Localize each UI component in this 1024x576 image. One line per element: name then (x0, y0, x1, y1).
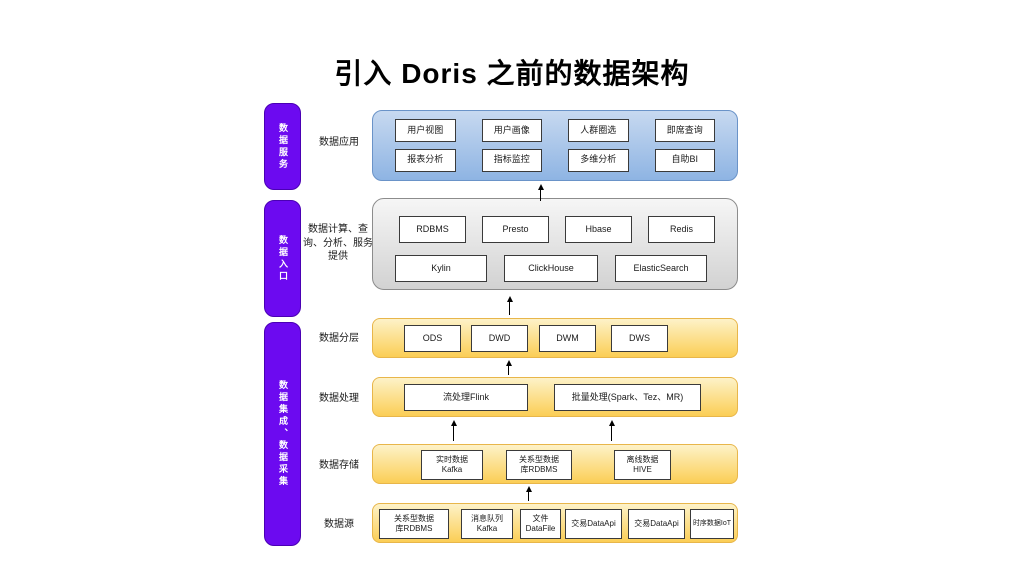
box-report-analysis: 报表分析 (395, 148, 456, 172)
row-label-data-application: 数据应用 (319, 137, 359, 148)
entry-row-2: Kylin ClickHouse ElasticSearch (373, 243, 737, 282)
box-batch-processing: 批量处理(Spark、Tez、MR) (554, 384, 701, 411)
box-offline-hive-line2: HIVE (633, 465, 652, 474)
box-clickhouse: ClickHouse (504, 255, 598, 282)
box-stream-flink: 流处理Flink (404, 384, 528, 411)
layer-data-application: 用户视图 用户画像 人群圈选 即席查询 报表分析 指标监控 多维分析 自助BI (372, 110, 738, 181)
box-source-datafile-line1: 文件 (532, 513, 549, 523)
row-label-data-processing: 数据处理 (319, 393, 359, 404)
box-crowd-selection: 人群圈选 (568, 119, 629, 142)
box-offline-hive-line1: 离线数据 (626, 454, 659, 464)
arrow-up-storage-to-processing-left (450, 420, 457, 441)
sidebar-data-entry: 数据入口 (264, 200, 301, 317)
box-presto: Presto (482, 216, 549, 243)
box-elasticsearch: ElasticSearch (615, 255, 707, 282)
row-label-data-entry: 数据计算、查询、分析、服务提供 (303, 224, 373, 262)
sidebar-data-service: 数据服务 (264, 103, 301, 190)
box-self-service-bi: 自助BI (654, 148, 715, 172)
box-dwd: DWD (471, 325, 528, 352)
box-source-kafka: 消息队列 Kafka (461, 509, 513, 539)
box-source-datafile-line2: DataFile (525, 524, 556, 533)
layer-data-processing: 流处理Flink 批量处理(Spark、Tez、MR) (372, 377, 738, 417)
layer-data-source: 关系型数据 库RDBMS 消息队列 Kafka 文件 DataFile 交易Da… (372, 503, 738, 543)
arrow-up-layering-to-entry (506, 296, 513, 315)
box-source-dataapi-1: 交易DataApi (565, 509, 622, 539)
box-realtime-kafka-line2: Kafka (441, 465, 463, 474)
row-label-data-source: 数据源 (324, 519, 354, 530)
box-metric-monitoring: 指标监控 (481, 148, 542, 172)
entry-row-1: RDBMS Presto Hbase Redis (373, 199, 737, 243)
box-realtime-kafka: 实时数据 Kafka (421, 450, 483, 480)
row-label-data-layering: 数据分层 (319, 333, 359, 344)
box-dwm: DWM (539, 325, 596, 352)
box-redis: Redis (648, 216, 715, 243)
box-relational-rdbms-line2: 库RDBMS (520, 465, 558, 474)
box-relational-rdbms: 关系型数据 库RDBMS (506, 450, 572, 480)
box-source-rdbms: 关系型数据 库RDBMS (379, 509, 449, 539)
page-title: 引入 Doris 之前的数据架构 (334, 58, 690, 89)
box-user-profile: 用户画像 (481, 119, 542, 142)
box-source-iot: 时序数据IoT (690, 509, 734, 539)
box-kylin: Kylin (395, 255, 487, 282)
layer-data-entry: RDBMS Presto Hbase Redis Kylin ClickHous… (372, 198, 738, 290)
box-rdbms: RDBMS (399, 216, 466, 243)
box-ods: ODS (404, 325, 461, 352)
arrow-up-source-to-storage (525, 486, 532, 501)
arrow-up-processing-to-layering (505, 360, 512, 375)
box-source-rdbms-line1: 关系型数据 (394, 513, 434, 523)
box-user-view: 用户视图 (395, 119, 456, 142)
box-multidim-analysis: 多维分析 (568, 148, 629, 172)
box-adhoc-query: 即席查询 (654, 119, 715, 142)
box-relational-rdbms-line1: 关系型数据 (519, 454, 559, 464)
box-realtime-kafka-line1: 实时数据 (436, 454, 468, 464)
box-source-dataapi-2: 交易DataApi (628, 509, 685, 539)
layer-data-storage: 实时数据 Kafka 关系型数据 库RDBMS 离线数据 HIVE (372, 444, 738, 484)
sidebar-data-service-label: 数据服务 (278, 122, 288, 171)
layer-data-layering: ODS DWD DWM DWS (372, 318, 738, 358)
sidebar-data-integration: 数据集成、数据采集 (264, 322, 301, 546)
box-source-rdbms-line2: 库RDBMS (395, 524, 433, 533)
box-source-kafka-line1: 消息队列 (471, 513, 503, 523)
box-hbase: Hbase (565, 216, 632, 243)
box-dws: DWS (611, 325, 668, 352)
sidebar-data-entry-label: 数据入口 (278, 234, 288, 283)
sidebar-data-integration-label: 数据集成、数据采集 (278, 380, 288, 488)
box-source-datafile: 文件 DataFile (520, 509, 561, 539)
arrow-up-entry-to-application (537, 184, 544, 201)
box-source-kafka-line2: Kafka (476, 524, 498, 533)
arrow-up-storage-to-processing-right (608, 420, 615, 441)
row-label-data-storage: 数据存储 (319, 460, 359, 471)
box-offline-hive: 离线数据 HIVE (614, 450, 671, 480)
